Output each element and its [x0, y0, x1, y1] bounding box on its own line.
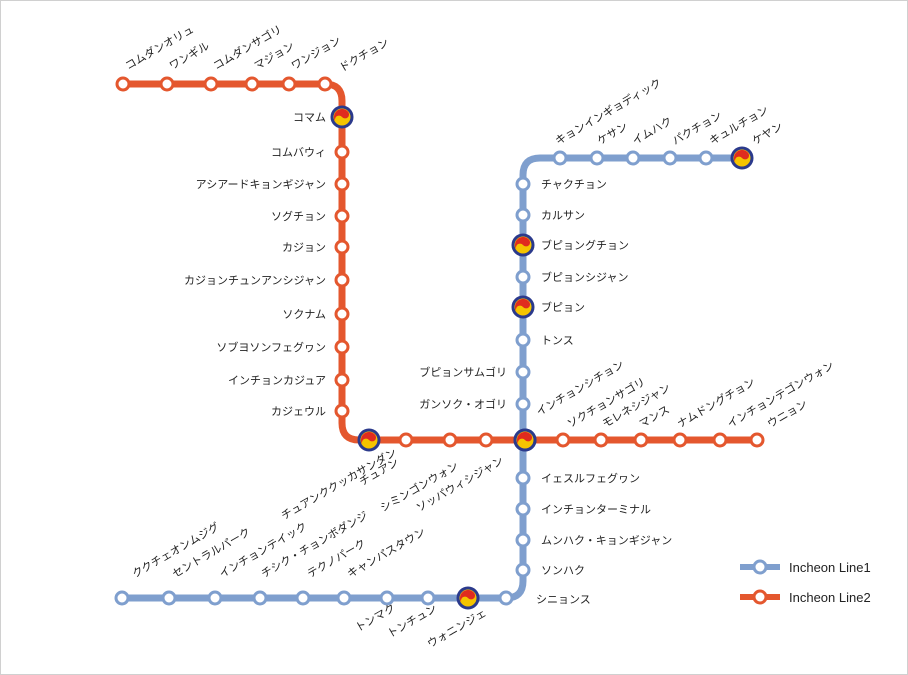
line2-station-0[interactable]: [115, 76, 131, 92]
station-label: ドクチョン: [337, 36, 391, 75]
station-label: ケヤン: [750, 120, 785, 148]
station-label: イムハク: [630, 114, 674, 147]
transfer-station-icon[interactable]: [511, 295, 535, 319]
line2-station-19[interactable]: [478, 432, 494, 448]
line1-station-1[interactable]: [698, 150, 714, 166]
line1-station-25[interactable]: [252, 590, 268, 606]
station-label: イェスルフェグヮン: [541, 471, 640, 485]
line1-station-6[interactable]: [515, 176, 531, 192]
line2-station-9[interactable]: [334, 208, 350, 224]
line2-station-14[interactable]: [334, 372, 350, 388]
station-label: トンス: [541, 334, 574, 347]
station-label: ブピョン: [541, 300, 585, 314]
station-label: ブピョングチョン: [541, 238, 629, 252]
line2-station-25[interactable]: [712, 432, 728, 448]
line2-station-10[interactable]: [334, 239, 350, 255]
station-label: カジェウル: [271, 405, 326, 418]
line1-station-19[interactable]: [498, 590, 514, 606]
line1-station-2[interactable]: [662, 150, 678, 166]
transfer-station-icon[interactable]: [357, 428, 381, 452]
line2-station-17[interactable]: [398, 432, 414, 448]
legend-line1-station-icon: [752, 559, 768, 575]
station-label: ソグチョン: [271, 209, 326, 223]
station-label: コムダンサゴリ: [211, 22, 285, 73]
transfer-station-icon[interactable]: [330, 105, 354, 129]
line1-station-13[interactable]: [515, 396, 531, 412]
line1-station-21[interactable]: [420, 590, 436, 606]
line2-station-22[interactable]: [593, 432, 609, 448]
station-labels: コムダンオリュワンギルコムダンサゴリマジョンワンジョンドクチョンコマムコムバウィ…: [123, 22, 837, 651]
line1-station-12[interactable]: [515, 364, 531, 380]
line2-station-18[interactable]: [442, 432, 458, 448]
station-label: ソンハク: [541, 564, 585, 577]
line1-station-22[interactable]: [379, 590, 395, 606]
legend-line2-label: Incheon Line2: [789, 590, 871, 605]
legend: Incheon Line1 Incheon Line2: [740, 559, 871, 605]
legend-line1-label: Incheon Line1: [789, 560, 871, 575]
line2-station-23[interactable]: [633, 432, 649, 448]
transfer-station-icon[interactable]: [730, 146, 754, 170]
line2-station-8[interactable]: [334, 176, 350, 192]
station-label: コムバウィ: [271, 146, 326, 159]
station-label: カルサン: [541, 209, 585, 222]
station-label: コマム: [293, 111, 326, 124]
line1-station-3[interactable]: [625, 150, 641, 166]
line2-station-12[interactable]: [334, 306, 350, 322]
transfer-station-icon[interactable]: [513, 428, 537, 452]
line1-station-15[interactable]: [515, 470, 531, 486]
station-label: ブピョンサムゴリ: [419, 365, 507, 379]
line2-station-4[interactable]: [281, 76, 297, 92]
transfer-station-icon[interactable]: [456, 586, 480, 610]
station-label: ガンソク・オゴリ: [419, 397, 507, 411]
line2-station-1[interactable]: [159, 76, 175, 92]
transfer-station-icon[interactable]: [511, 233, 535, 257]
line1-station-7[interactable]: [515, 207, 531, 223]
station-label: インチョンカジュア: [228, 374, 326, 387]
station-label: ムンハク・キョンギジャン: [541, 534, 672, 547]
station-label: チュアンククッカサンダン: [279, 445, 399, 523]
line2-station-26[interactable]: [749, 432, 765, 448]
line1-station-11[interactable]: [515, 332, 531, 348]
line2-station-3[interactable]: [244, 76, 260, 92]
line1-station-4[interactable]: [589, 150, 605, 166]
line1-station-26[interactable]: [207, 590, 223, 606]
line2-station-15[interactable]: [334, 403, 350, 419]
station-label: ワンジョン: [289, 34, 343, 73]
line2-station-7[interactable]: [334, 144, 350, 160]
line2-station-2[interactable]: [203, 76, 219, 92]
line1-station-16[interactable]: [515, 501, 531, 517]
line2-station-5[interactable]: [317, 76, 333, 92]
line1-station-23[interactable]: [336, 590, 352, 606]
station-label: ソブヨソンフェグヮン: [216, 340, 326, 354]
station-label: カジョン: [282, 241, 326, 254]
line1-station-27[interactable]: [161, 590, 177, 606]
station-label: アシアードキョンギジャン: [196, 178, 326, 191]
line2-station-11[interactable]: [334, 272, 350, 288]
station-label: ソクナム: [282, 308, 326, 321]
line1-station-24[interactable]: [295, 590, 311, 606]
station-label: インチョンターミナル: [541, 503, 651, 516]
stations: [114, 76, 765, 610]
line1-station-17[interactable]: [515, 532, 531, 548]
legend-line2-station-icon: [752, 589, 768, 605]
line2-station-21[interactable]: [555, 432, 571, 448]
line1-station-9[interactable]: [515, 269, 531, 285]
line1-station-28[interactable]: [114, 590, 130, 606]
line2-station-24[interactable]: [672, 432, 688, 448]
station-label: シニョンス: [536, 593, 591, 606]
line1-station-18[interactable]: [515, 562, 531, 578]
line1-station-5[interactable]: [552, 150, 568, 166]
station-label: カジョンチュンアンシジャン: [184, 274, 326, 287]
line2-station-13[interactable]: [334, 339, 350, 355]
station-label: チャクチョン: [541, 178, 607, 191]
station-label: ブピョンシジャン: [541, 270, 628, 284]
